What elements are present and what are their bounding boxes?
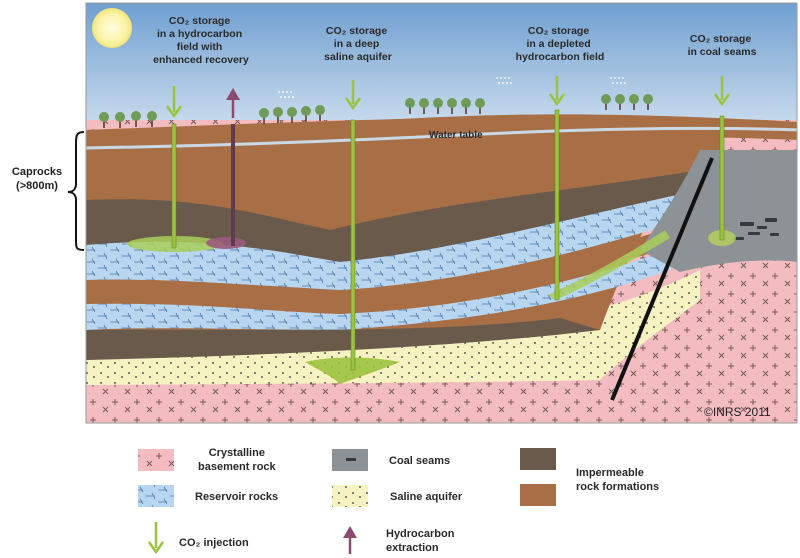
- hydrocarbon-pocket: [206, 237, 246, 249]
- impermeable-rock-layer-mid: [86, 218, 700, 312]
- legend-co2-injection-icon: [147, 522, 165, 555]
- legend-crystalline-label: Crystalline basement rock: [198, 447, 276, 473]
- legend-co2-injection-label: CO₂ injection: [179, 537, 249, 549]
- label-hydrocarbon-storage: CO₂ storage in a hydrocarbon field with …: [153, 15, 249, 66]
- legend-saline-label: Saline aquifer: [390, 491, 463, 503]
- dark-impermeable-layer-lower: [86, 318, 600, 360]
- legend-extraction-icon: [343, 526, 357, 554]
- legend-swatch-dark-impermeable: [520, 448, 556, 470]
- reservoir-rock-layer-upper: [86, 190, 700, 290]
- injection-well-depleted: [554, 109, 560, 301]
- water-table-line: [86, 126, 797, 150]
- caprock-bracket: [67, 131, 85, 251]
- co2-injection-arrow-4: [713, 76, 731, 107]
- injection-well-hydrocarbon: [171, 123, 177, 249]
- legend-coal-mark: [346, 458, 356, 461]
- label-coal-storage: CO₂ storage in coal seams: [688, 33, 757, 58]
- co2-plume-saline: [305, 357, 400, 384]
- hydrocarbon-extraction-arrow: [226, 88, 240, 118]
- injection-well-saline: [350, 119, 356, 371]
- sun-icon: [92, 8, 132, 48]
- diagram-frame: [85, 2, 798, 424]
- label-depleted-storage: CO₂ storage in a depleted hydrocarbon fi…: [516, 25, 605, 63]
- surface-soil: [86, 114, 797, 148]
- reservoir-rock-layer-lower: [86, 242, 690, 330]
- fault-line: [610, 157, 714, 401]
- co2-plume-depleted: [548, 230, 670, 300]
- legend-swatch-impermeable: [520, 484, 556, 506]
- legend-impermeable-label: Impermeable rock formations: [576, 467, 660, 493]
- legend-swatch-crystalline: [138, 449, 174, 471]
- legend-coal-label: Coal seams: [389, 455, 451, 467]
- caprocks-label: Caprocks (>800m): [11, 166, 63, 192]
- coal-seam-fragments: [734, 218, 779, 240]
- injection-well-coal: [719, 115, 725, 241]
- label-saline-storage: CO₂ storage in a deep saline aquifer: [324, 25, 392, 63]
- legend-swatch-reservoir: [138, 485, 174, 507]
- legend-reservoir-label: Reservoir rocks: [195, 491, 279, 503]
- co2-injection-arrow-1: [165, 86, 183, 119]
- copyright-label: ©INRS 2011: [704, 405, 771, 419]
- water-table-label: Water table: [429, 130, 483, 141]
- co2-injection-arrow-3: [548, 76, 566, 107]
- legend-extraction-label: Hydrocarbon extraction: [386, 528, 455, 554]
- legend-swatch-saline: [332, 485, 368, 507]
- air-marks-2: [496, 77, 512, 84]
- saline-aquifer-layer: [86, 270, 700, 385]
- air-marks-3: [610, 77, 626, 84]
- extraction-well: [231, 124, 235, 246]
- co2-injection-arrow-2: [344, 80, 362, 111]
- air-marks-1: [278, 91, 294, 98]
